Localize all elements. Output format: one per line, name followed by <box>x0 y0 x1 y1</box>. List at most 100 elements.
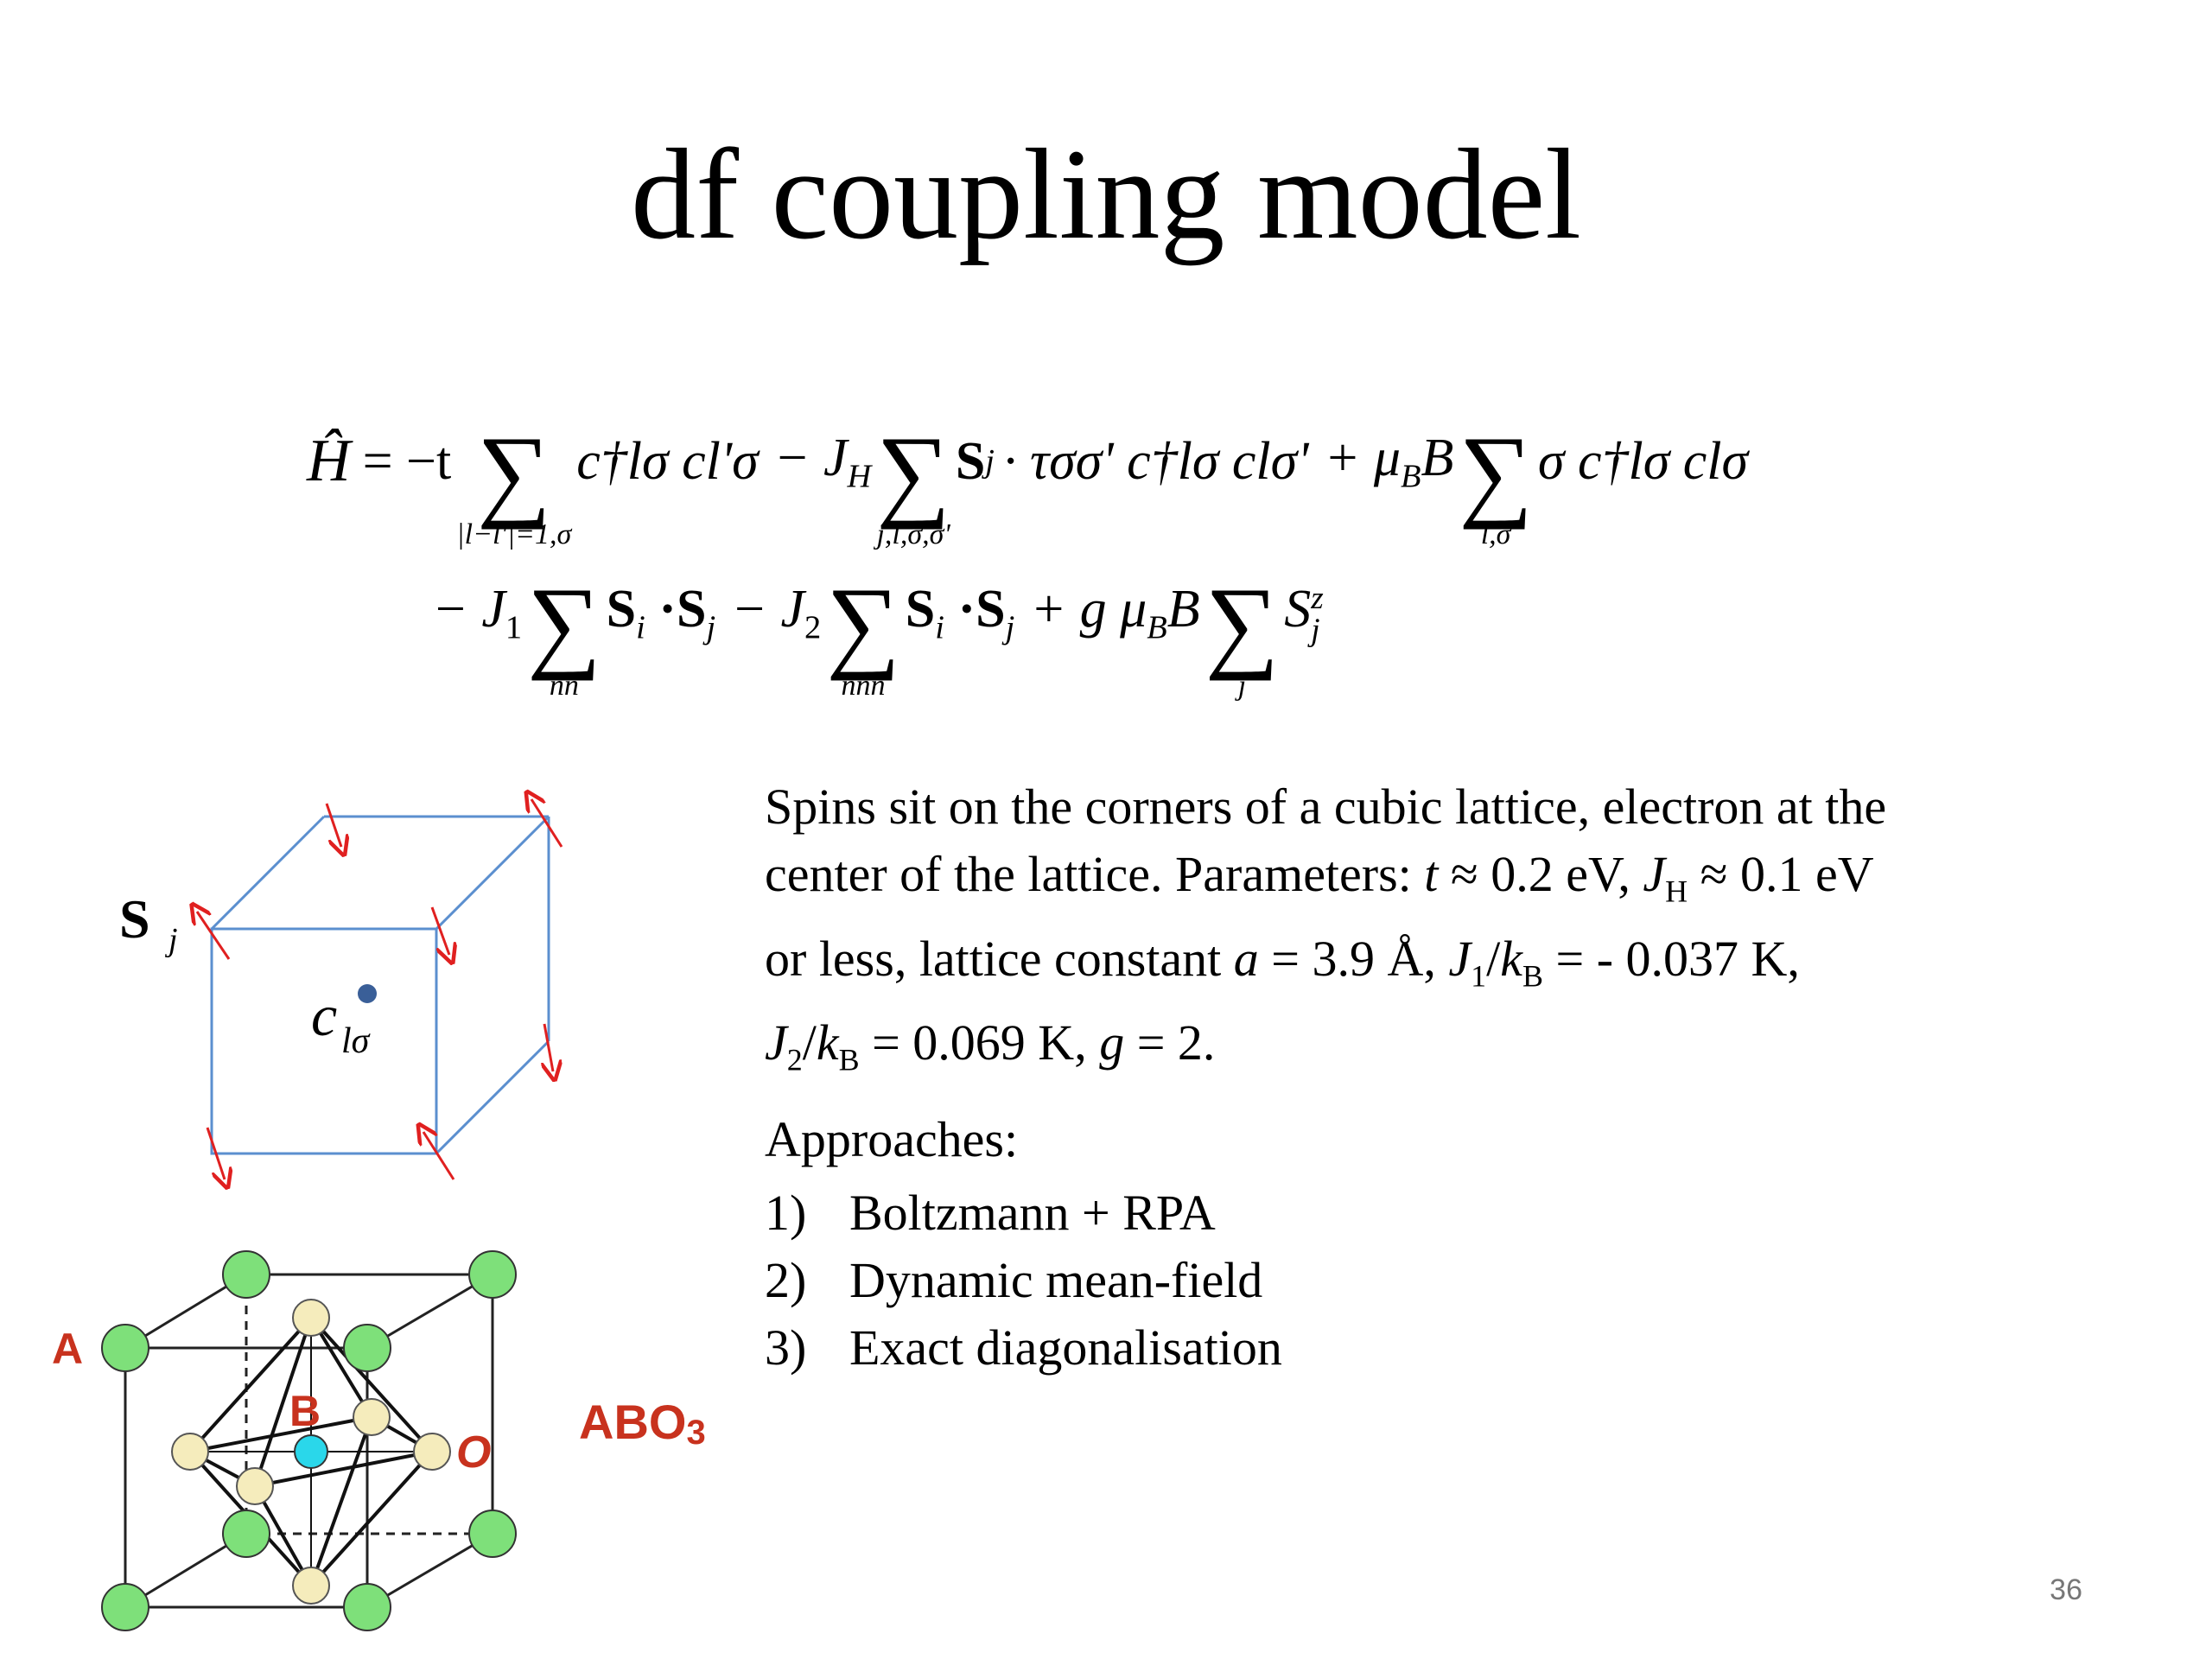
sum-zeeman: ∑ l,σ <box>1459 415 1533 551</box>
cube-edges <box>210 815 550 1155</box>
hund-minus: − JH <box>774 428 872 495</box>
list-item-text: Dynamic mean-field <box>849 1252 1263 1308</box>
sum-hopping-limit: |l−l'|=1,σ <box>456 518 572 550</box>
o-site-atom <box>292 1299 330 1337</box>
desc-a-val: = 3.9 Å, <box>1258 930 1449 987</box>
sum-zeeman-limit: l,σ <box>1480 518 1511 550</box>
g-group: + g μBB <box>1030 579 1199 646</box>
list-item: 2) Dynamic mean-field <box>765 1247 1282 1314</box>
j2-sym: − J <box>731 579 805 639</box>
desc-line-3: or less, lattice constant a = 3.9 Å, J1/… <box>765 925 2061 1010</box>
sum-j-limit: j <box>1237 670 1247 702</box>
g-mu-sym: + g μ <box>1030 579 1147 639</box>
zeeman-mu-sym: + μ <box>1324 428 1401 487</box>
spin-arrow <box>423 1132 455 1180</box>
approaches-heading: Approaches: <box>765 1111 1019 1167</box>
electron-label: c <box>311 982 337 1048</box>
desc-jh-sym: J <box>1643 846 1666 902</box>
electron-dot <box>358 984 377 1003</box>
sz-sym: S <box>1284 580 1312 639</box>
description-text: Spins sit on the corners of a cubic latt… <box>765 773 2061 1094</box>
zeeman-mu: + μBB <box>1325 428 1454 495</box>
o-site-atom <box>236 1467 274 1505</box>
list-item-text: Boltzmann + RPA <box>849 1185 1216 1241</box>
hund-J: − J <box>773 428 848 487</box>
page-number: 36 <box>2050 1573 2082 1606</box>
desc-kb2-sub: B <box>838 1042 860 1077</box>
spin-arrow <box>206 1127 225 1179</box>
a-site-atom <box>468 1250 517 1299</box>
desc-g-val: = 2. <box>1124 1014 1216 1071</box>
desc-jh-val: ≈ 0.1 eV <box>1688 846 1874 902</box>
list-item-text: Exact diagonalisation <box>849 1319 1282 1376</box>
o-site-atom <box>353 1398 391 1436</box>
desc-lattice-intro: or less, lattice constant <box>765 930 1234 987</box>
perovskite-diagram: A B O ABO3 <box>52 1250 706 1631</box>
zeeman-term: σ c†lσ clσ <box>1537 431 1749 491</box>
desc-j2-val: = 0.069 K, <box>859 1014 1100 1071</box>
list-item-number: 3) <box>765 1319 807 1376</box>
desc-t-val: ≈ 0.2 eV, <box>1438 846 1643 902</box>
zeeman-mu-sub: B <box>1400 458 1421 495</box>
spin-arrow <box>430 906 449 955</box>
o-site-atoms <box>171 1299 451 1605</box>
desc-line-2: center of the lattice. Parameters: t ≈ 0… <box>765 841 2061 925</box>
list-item: 3) Exact diagonalisation <box>765 1314 1282 1382</box>
hund-term-rest: · τσσ' c†lσ clσ' <box>1002 431 1309 491</box>
formula-sub: 3 <box>686 1414 705 1452</box>
eq-minus-t: = −t <box>362 431 452 491</box>
label-a: A <box>52 1325 83 1373</box>
label-o: O <box>456 1427 491 1478</box>
cubic-lattice-diagram: S j c lσ <box>119 778 726 1210</box>
a-site-atom <box>343 1324 391 1372</box>
si-dot-sj-2: Si ·Sj <box>905 579 1015 646</box>
spin-vector-sub: j <box>985 443 995 480</box>
desc-j1-slash: / <box>1486 930 1501 987</box>
desc-t-sym: t <box>1424 846 1439 902</box>
spin-arrow <box>531 799 563 848</box>
a-site-atom <box>222 1250 270 1299</box>
sum-nnn: ∑ nnn <box>826 566 900 702</box>
list-item-number: 1) <box>765 1185 807 1241</box>
label-b: B <box>289 1387 321 1435</box>
desc-kb1-sub: B <box>1522 958 1543 994</box>
desc-jh-sub: H <box>1665 874 1688 909</box>
electron-label-sub: lσ <box>341 1021 372 1061</box>
desc-j2-sym: J <box>765 1014 787 1071</box>
a-site-atom <box>101 1583 149 1631</box>
a-site-atom <box>343 1583 391 1631</box>
j1-sym: − J <box>432 579 505 639</box>
sum-j: ∑ j <box>1205 566 1280 702</box>
spin-arrow <box>197 912 231 960</box>
sum-nn-limit: nn <box>549 670 579 702</box>
sum-nnn-limit: nnn <box>841 670 886 702</box>
j1-sub: 1 <box>505 609 523 646</box>
sum-nn: ∑ nn <box>527 566 601 702</box>
desc-kb2-sym: k <box>816 1014 839 1071</box>
hamiltonian-line-2: − J1 ∑ nn Si ·Sj − J2 ∑ nnn Si ·Sj + g μ… <box>432 523 1324 702</box>
sum-hund-limit: j,l,σ,σ' <box>876 518 950 550</box>
desc-g-sym: g <box>1099 1014 1125 1071</box>
spin-label: S <box>119 888 150 950</box>
desc-params-intro: center of the lattice. Parameters: <box>765 846 1425 902</box>
desc-line-1: Spins sit on the corners of a cubic latt… <box>765 779 1887 835</box>
spin-arrow <box>325 803 341 847</box>
formula-main: ABO <box>579 1395 686 1449</box>
j2-group: − J2 <box>731 579 821 646</box>
j1-group: − J1 <box>432 579 522 646</box>
a-site-atom <box>101 1324 149 1372</box>
hund-sub: H <box>847 458 872 495</box>
desc-j1-sym: J <box>1448 930 1471 987</box>
spin-vector: S <box>955 431 986 491</box>
j2-sub: 2 <box>804 609 822 646</box>
spin-label-sub: j <box>164 922 178 958</box>
si-dot-sj-1: Si ·Sj <box>606 579 716 646</box>
spin-arrows <box>197 799 562 1179</box>
list-item: 1) Boltzmann + RPA <box>765 1179 1282 1247</box>
b-site-atom <box>294 1434 328 1469</box>
formula-abo3: ABO3 <box>579 1395 706 1452</box>
hamiltonian-line-1: Ĥ = −t ∑ |l−l'|=1,σ c†lσ cl'σ − JH ∑ j,l… <box>307 372 1748 551</box>
desc-j1-val: = - 0.037 K, <box>1543 930 1800 987</box>
list-item-number: 2) <box>765 1252 807 1308</box>
